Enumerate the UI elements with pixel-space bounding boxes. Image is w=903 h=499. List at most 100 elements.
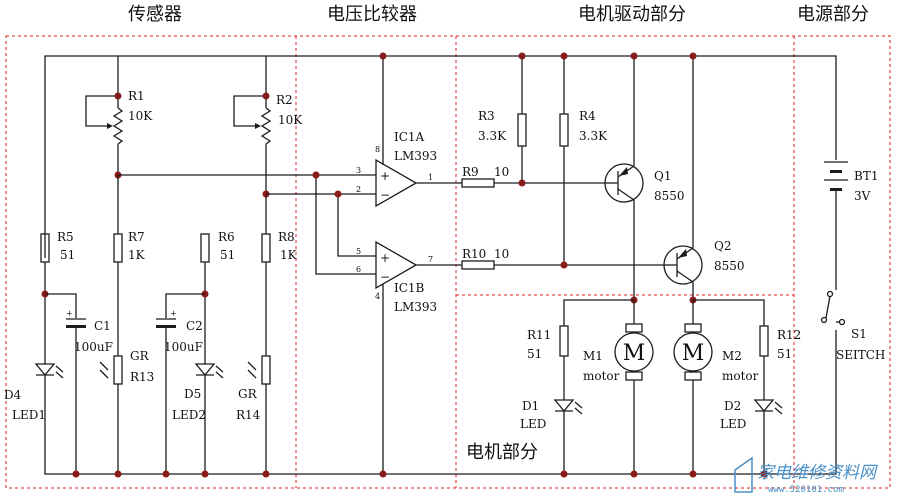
- s1-type: SEITCH: [836, 348, 885, 362]
- ic1a-part: LM393: [394, 149, 437, 163]
- r13-type: GR: [130, 349, 150, 363]
- r12-ref: R12: [777, 328, 801, 342]
- ic1a-pin3: 3: [356, 166, 361, 175]
- m2-ref: M2: [722, 349, 742, 363]
- r5-ref: R5: [57, 230, 74, 244]
- capacitor-c2: + C2 100uF: [156, 293, 205, 474]
- led-d1: D1 LED: [520, 399, 583, 474]
- q1-ref: Q1: [654, 169, 671, 183]
- ic1b-pin5: 5: [356, 247, 361, 256]
- q2-part: 8550: [714, 259, 745, 273]
- d4-type: LED1: [12, 408, 46, 422]
- header-drive: 电机驱动部分: [578, 4, 686, 25]
- header-power: 电源部分: [797, 4, 869, 25]
- ground-rail: [44, 330, 837, 475]
- photoresistor-r14: GR R14: [236, 355, 271, 474]
- motor-m1: M M1 motor: [583, 300, 654, 474]
- c2-ref: C2: [186, 319, 203, 333]
- r4-ref: R4: [579, 109, 596, 123]
- ic1b-plus: +: [380, 251, 390, 265]
- ic1b-pin6: 6: [356, 265, 361, 274]
- header-sensor: 传感器: [128, 4, 182, 25]
- resistor-r7: R7 1K: [113, 175, 146, 356]
- resistor-r10: R10 10: [416, 247, 664, 270]
- power-rails: [44, 55, 837, 475]
- r14-type: GR: [238, 387, 258, 401]
- m1-symbol: M: [623, 341, 646, 366]
- ic1b-minus: −: [380, 270, 390, 284]
- bt1-value: 3V: [854, 189, 871, 203]
- c2-value: 100uF: [164, 340, 203, 354]
- d1-type: LED: [520, 417, 546, 431]
- watermark-url: www.520101.com: [768, 485, 844, 495]
- c2-plus: +: [170, 309, 177, 318]
- c1-value: 100uF: [74, 340, 113, 354]
- r6-ref: R6: [218, 230, 235, 244]
- c1-ref: C1: [94, 319, 111, 333]
- comparator-inputs: [118, 171, 376, 275]
- r11-ref: R11: [527, 328, 551, 342]
- r3-value: 3.3K: [478, 129, 507, 143]
- watermark-text: 家电维修资料网: [757, 463, 878, 483]
- r10-value: 10: [494, 247, 509, 261]
- switch-s1: S1 SEITCH: [820, 290, 885, 362]
- r9-ref: R9: [462, 165, 479, 179]
- c1-plus: +: [66, 309, 73, 318]
- potentiometer-r2: R2 10K: [233, 56, 303, 196]
- led-d2: D2 LED: [720, 399, 783, 474]
- resistor-r3: R3 3.3K: [478, 52, 527, 187]
- section-boundaries: [5, 35, 891, 489]
- vcc-rail: [44, 55, 837, 258]
- r9-value: 10: [494, 165, 509, 179]
- bt1-ref: BT1: [854, 169, 878, 183]
- header-motor: 电机部分: [466, 442, 538, 463]
- transistor-q2: Q2 8550: [663, 52, 745, 300]
- r11-value: 51: [527, 347, 542, 361]
- r2-ref: R2: [276, 93, 293, 107]
- m1-type: motor: [583, 369, 620, 383]
- d2-type: LED: [720, 417, 746, 431]
- r12-value: 51: [777, 347, 792, 361]
- photoresistor-r13: GR R13: [99, 349, 154, 474]
- r10-ref: R10: [462, 247, 486, 261]
- d5-ref: D5: [184, 387, 201, 401]
- ic1a-ref: IC1A: [394, 130, 425, 144]
- battery-bt1: BT1 3V: [824, 161, 878, 290]
- q2-ref: Q2: [714, 239, 731, 253]
- potentiometer-r1: R1 10K: [85, 56, 153, 175]
- r8-ref: R8: [278, 230, 295, 244]
- r2-value: 10K: [278, 113, 303, 127]
- m2-type: motor: [722, 369, 759, 383]
- r4-value: 3.3K: [579, 129, 608, 143]
- resistor-r6: R6 51: [200, 230, 235, 364]
- r13-ref: R13: [130, 370, 154, 384]
- resistor-r4: R4 3.3K: [559, 52, 608, 269]
- ground-junctions: [72, 470, 768, 478]
- header-comparator: 电压比较器: [327, 4, 417, 25]
- r7-value: 1K: [128, 248, 146, 262]
- r7-ref: R7: [128, 230, 145, 244]
- ic1a-pin2: 2: [356, 185, 361, 194]
- s1-ref: S1: [851, 327, 867, 341]
- motor-m2: M M2 motor: [673, 300, 759, 474]
- led-d4: D4 LED1: [4, 363, 64, 422]
- r1-value: 10K: [128, 109, 153, 123]
- r5-value: 51: [60, 248, 75, 262]
- resistor-r12: R12 51: [759, 325, 801, 400]
- resistor-r9: R9 10: [416, 165, 606, 188]
- d1-ref: D1: [522, 399, 539, 413]
- r8-value: 1K: [280, 248, 298, 262]
- capacitor-c1: + C1 100uF: [45, 293, 113, 474]
- r6-value: 51: [220, 248, 235, 262]
- comparator-ic1a: 8 3 2 + − 1 IC1A LM393: [356, 52, 437, 208]
- watermark-house-icon: [734, 456, 753, 493]
- resistor-r11: R11 51: [527, 325, 569, 400]
- watermark: 家电维修资料网 www.520101.com: [734, 456, 878, 495]
- m2-symbol: M: [682, 341, 705, 366]
- ic1b-ref: IC1B: [394, 281, 425, 295]
- d2-ref: D2: [724, 399, 741, 413]
- ic1a-plus: +: [380, 169, 390, 183]
- ic1b-part: LM393: [394, 300, 437, 314]
- transistor-q1: Q1 8550: [604, 52, 685, 300]
